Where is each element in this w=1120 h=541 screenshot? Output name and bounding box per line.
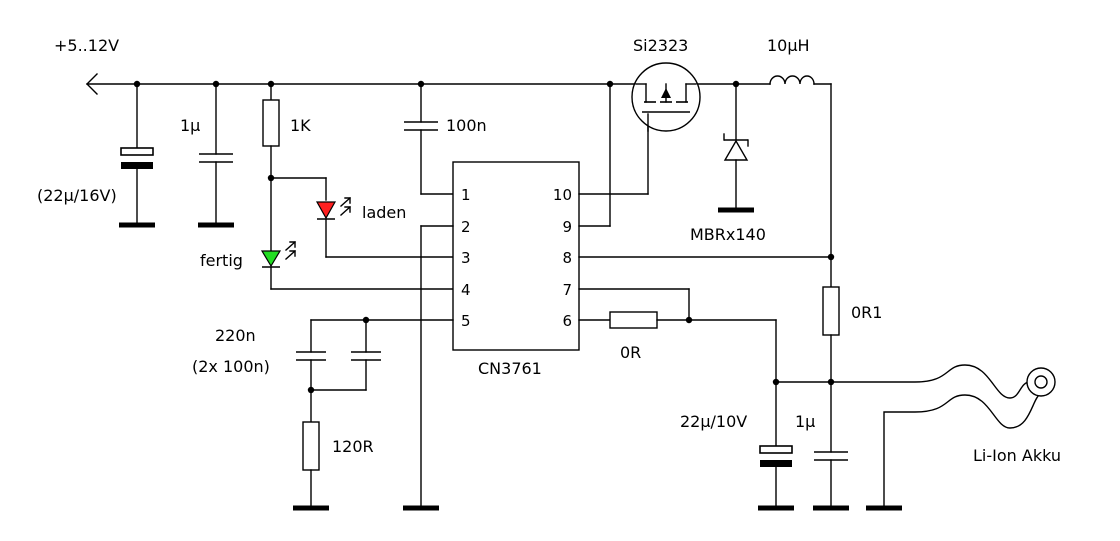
supply-rail — [86, 73, 832, 95]
pin-1: 1 — [461, 186, 471, 204]
pin2-ground — [403, 225, 454, 511]
led-charging — [315, 197, 454, 258]
supply-arrow-icon — [86, 73, 98, 95]
mosfet-arrow-icon — [661, 88, 671, 98]
label-input-bulk-cap: (22µ/16V) — [37, 186, 117, 205]
label-battery: Li-Ion Akku — [973, 446, 1061, 465]
label-comp-resistor: 120R — [332, 437, 374, 456]
bat-sense — [578, 288, 832, 447]
label-comp-cap-note: (2x 100n) — [192, 357, 270, 376]
input-capacitor — [198, 83, 234, 228]
label-led-done: fertig — [200, 251, 243, 270]
ic-cn3761: 1 2 3 4 5 10 9 8 7 6 — [452, 161, 580, 351]
label-ic: CN3761 — [478, 359, 542, 378]
battery-cable — [830, 364, 1056, 511]
label-mosfet: Si2323 — [633, 36, 688, 55]
label-supply: +5..12V — [54, 36, 119, 55]
label-comp-cap: 220n — [215, 326, 256, 345]
label-diode: MBRx140 — [690, 225, 766, 244]
label-vcc-cap: 100n — [446, 116, 487, 135]
pin-2: 2 — [461, 218, 471, 236]
mosfet-si2323 — [631, 62, 701, 132]
vcc-capacitor — [404, 83, 454, 195]
label-led-resistor: 1K — [290, 116, 311, 135]
schottky-diode — [718, 83, 754, 213]
pin-4: 4 — [461, 281, 471, 299]
led-done — [260, 241, 454, 290]
label-bridge-resistor: 0R — [620, 343, 641, 362]
label-inductor: 10µH — [767, 36, 810, 55]
label-output-cap: 1µ — [795, 412, 815, 431]
pin-3: 3 — [461, 249, 471, 267]
output-bulk-capacitor — [758, 445, 794, 511]
pin-9: 9 — [562, 218, 572, 236]
pin-6: 6 — [562, 312, 572, 330]
battery-connector-icon — [1026, 367, 1056, 397]
label-input-cap: 1µ — [180, 116, 200, 135]
pin-7: 7 — [562, 281, 572, 299]
inductor — [578, 75, 832, 288]
led-done-icon — [260, 250, 282, 268]
pin-5: 5 — [461, 312, 471, 330]
input-bulk-capacitor — [119, 83, 155, 228]
label-sense-resistor: 0R1 — [851, 303, 882, 322]
pin-10: 10 — [553, 186, 572, 204]
label-output-bulk-cap: 22µ/10V — [680, 412, 747, 431]
pin-8: 8 — [562, 249, 572, 267]
sense-resistor — [822, 286, 840, 453]
gate-drive — [578, 83, 649, 227]
component-labels: +5..12V (22µ/16V) 1µ 1K 100n Si2323 10µH… — [37, 36, 1061, 465]
led-charging-icon — [315, 201, 337, 220]
compensation-network — [293, 319, 454, 511]
output-capacitor — [813, 451, 849, 511]
led-resistor — [262, 83, 327, 251]
label-led-charging: laden — [362, 203, 406, 222]
